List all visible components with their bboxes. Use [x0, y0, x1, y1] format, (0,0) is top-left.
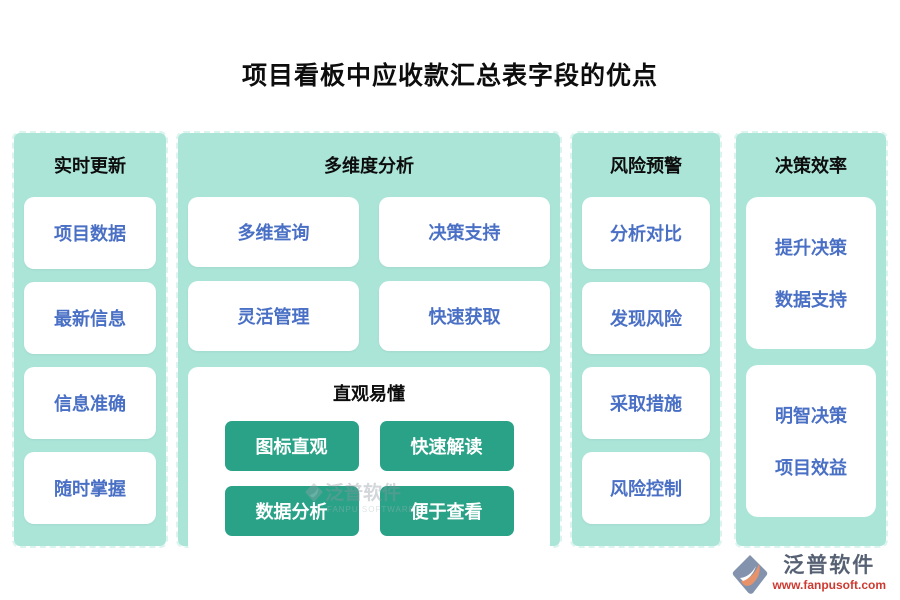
feature-card: 发现风险 — [582, 282, 710, 354]
feature-button: 快速解读 — [379, 421, 514, 471]
column-header: 风险预警 — [610, 156, 682, 176]
subpanel-intuitive: 直观易懂 图标直观 快速解读 数据分析 便于查看 — [188, 367, 550, 554]
fanpu-logo-icon — [733, 555, 768, 594]
feature-card: 决策支持 — [379, 197, 550, 267]
brand-footer: 泛普软件 www.fanpusoft.com — [732, 554, 886, 594]
feature-button: 数据分析 — [224, 486, 359, 536]
feature-card: 采取措施 — [582, 367, 710, 439]
brand-url[interactable]: www.fanpusoft.com — [772, 578, 886, 592]
feature-card: 风险控制 — [582, 452, 710, 524]
button-grid: 图标直观 快速解读 数据分析 便于查看 — [188, 419, 550, 554]
feature-button: 便于查看 — [379, 486, 514, 536]
column-header: 实时更新 — [54, 156, 126, 176]
card-line: 项目效益 — [775, 458, 847, 478]
feature-card: 多维查询 — [188, 197, 359, 267]
column-decision-efficiency: 决策效率 提升决策 数据支持 明智决策 项目效益 — [734, 131, 888, 548]
card-line: 数据支持 — [775, 290, 847, 310]
page-title: 项目看板中应收款汇总表字段的优点 — [241, 62, 658, 90]
subpanel-title: 直观易懂 — [333, 384, 405, 404]
feature-card: 信息准确 — [24, 367, 156, 439]
column-header: 多维度分析 — [324, 156, 414, 176]
feature-card-tall: 提升决策 数据支持 — [746, 197, 876, 349]
feature-card: 项目数据 — [24, 197, 156, 269]
card-line: 明智决策 — [775, 406, 847, 426]
card-grid: 多维查询 决策支持 灵活管理 快速获取 — [178, 197, 560, 365]
column-risk-warning: 风险预警 分析对比 发现风险 采取措施 风险控制 — [570, 131, 722, 548]
column-realtime-update: 实时更新 项目数据 最新信息 信息准确 随时掌握 — [12, 131, 168, 548]
card-line: 提升决策 — [775, 238, 847, 258]
column-header: 决策效率 — [775, 156, 847, 176]
feature-card: 最新信息 — [24, 282, 156, 354]
brand-name: 泛普软件 — [783, 554, 876, 577]
feature-card: 快速获取 — [379, 281, 550, 351]
feature-card: 灵活管理 — [188, 281, 359, 351]
feature-card: 随时掌握 — [24, 452, 156, 524]
column-multidimensional-analysis: 多维度分析 多维查询 决策支持 灵活管理 快速获取 直观易懂 图标直观 快速解读… — [176, 131, 562, 554]
feature-card: 分析对比 — [582, 197, 710, 269]
feature-card-tall: 明智决策 项目效益 — [746, 365, 876, 517]
feature-button: 图标直观 — [224, 421, 359, 471]
